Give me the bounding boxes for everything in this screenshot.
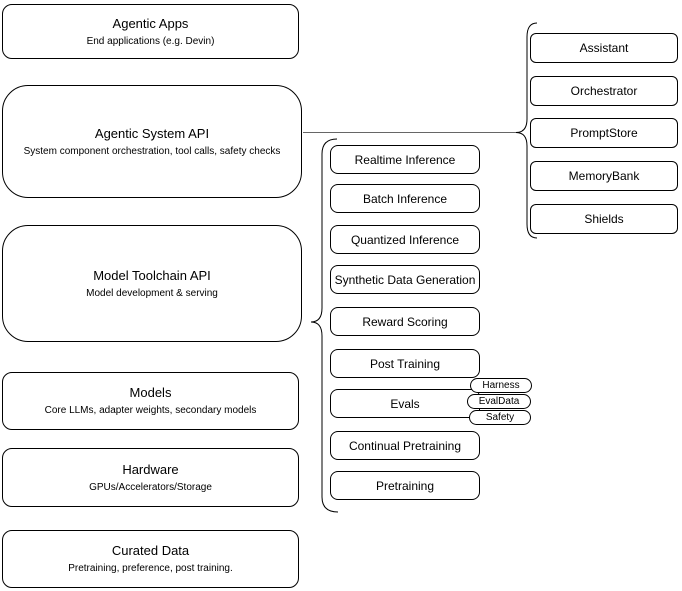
node-subtitle: System component orchestration, tool cal… [23, 145, 281, 157]
tag-label: EvalData [478, 396, 520, 407]
node-label: Reward Scoring [362, 314, 448, 329]
node-label: Shields [584, 212, 624, 226]
node-quantized-inference: Quantized Inference [330, 225, 480, 254]
node-title: Hardware [122, 461, 179, 477]
node-title: Model Toolchain API [93, 267, 211, 283]
node-title: Agentic System API [94, 125, 210, 141]
system-brace [515, 22, 538, 239]
node-label: Batch Inference [362, 191, 448, 206]
node-model-toolchain-api: Model Toolchain API Model development & … [2, 225, 302, 342]
tag-safety: Safety [469, 410, 531, 425]
node-assistant: Assistant [530, 33, 678, 63]
node-batch-inference: Batch Inference [330, 184, 480, 213]
node-evals: Evals [330, 389, 480, 418]
node-hardware: Hardware GPUs/Accelerators/Storage [2, 448, 299, 507]
node-title: Curated Data [111, 543, 190, 558]
node-subtitle: Model development & serving [86, 287, 218, 299]
node-subtitle: Core LLMs, adapter weights, secondary mo… [44, 405, 257, 416]
tag-label: Harness [482, 380, 520, 391]
node-orchestrator: Orchestrator [530, 76, 678, 106]
node-label: Continual Pretraining [348, 438, 462, 453]
node-subtitle: End applications (e.g. Devin) [86, 35, 215, 47]
node-shields: Shields [530, 204, 678, 234]
node-label: Post Training [369, 356, 441, 371]
node-subtitle: Pretraining, preference, post training. [68, 563, 233, 574]
node-models: Models Core LLMs, adapter weights, secon… [2, 372, 299, 430]
node-label: Assistant [579, 41, 629, 55]
node-label: Quantized Inference [350, 232, 460, 247]
tag-harness: Harness [470, 378, 532, 393]
node-continual-pretraining: Continual Pretraining [330, 431, 480, 460]
tag-evaldata: EvalData [467, 394, 531, 409]
node-title: Agentic Apps [112, 15, 189, 31]
node-label: Orchestrator [570, 84, 638, 98]
node-pretraining: Pretraining [330, 471, 480, 500]
node-title: Models [129, 385, 172, 400]
node-label: Pretraining [375, 478, 435, 493]
node-curated-data: Curated Data Pretraining, preference, po… [2, 530, 299, 588]
node-label: MemoryBank [568, 169, 640, 183]
node-promptstore: PromptStore [530, 118, 678, 148]
tag-label: Safety [485, 412, 515, 423]
node-label: Evals [390, 396, 420, 411]
node-label: Synthetic Data Generation [334, 272, 476, 287]
node-agentic-apps: Agentic Apps End applications (e.g. Devi… [2, 4, 299, 59]
node-post-training: Post Training [330, 349, 480, 378]
node-reward-scoring: Reward Scoring [330, 307, 480, 336]
node-synthetic-data-generation: Synthetic Data Generation [330, 265, 480, 294]
node-realtime-inference: Realtime Inference [330, 145, 480, 174]
node-subtitle: GPUs/Accelerators/Storage [89, 481, 212, 493]
node-label: Realtime Inference [354, 152, 456, 167]
node-label: PromptStore [570, 126, 638, 140]
toolchain-brace [310, 138, 339, 513]
node-memorybank: MemoryBank [530, 161, 678, 191]
node-agentic-system-api: Agentic System API System component orch… [2, 85, 302, 198]
